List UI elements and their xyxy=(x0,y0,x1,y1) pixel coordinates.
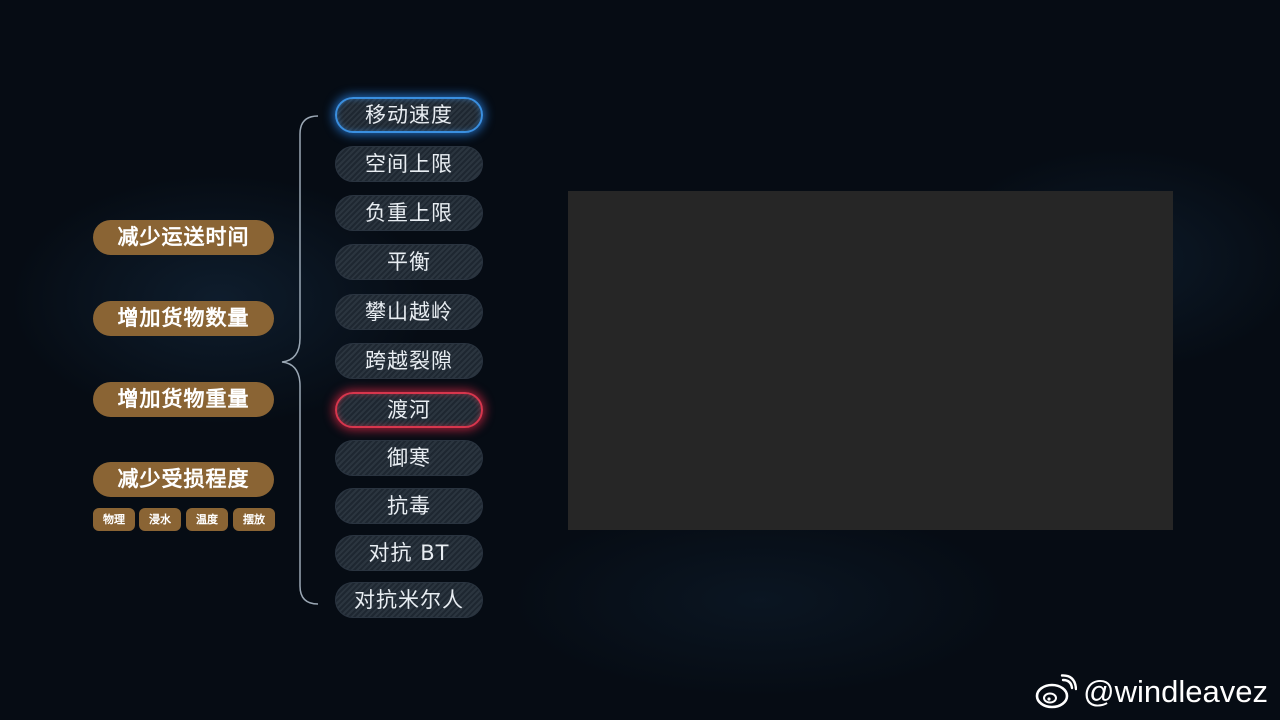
feature-crevasse-crossing: 跨越裂隙 xyxy=(335,343,483,379)
feature-fight-mules: 对抗米尔人 xyxy=(335,582,483,618)
feature-poison-resistance: 抗毒 xyxy=(335,488,483,524)
bracket-connector xyxy=(281,115,318,605)
damage-type-tags: 物理 浸水 温度 摆放 xyxy=(93,508,275,531)
feature-mountain-climbing: 攀山越岭 xyxy=(335,294,483,330)
feature-fight-bt: 对抗 BT xyxy=(335,535,483,571)
feature-river-crossing: 渡河 xyxy=(335,392,483,428)
goal-increase-cargo-weight: 增加货物重量 xyxy=(93,382,274,417)
feature-move-speed: 移动速度 xyxy=(335,97,483,133)
damage-tag-physical: 物理 xyxy=(93,508,135,531)
media-placeholder xyxy=(568,191,1173,530)
goal-reduce-damage: 减少受损程度 xyxy=(93,462,274,497)
watermark-handle: @windleavez xyxy=(1083,674,1268,709)
feature-balance: 平衡 xyxy=(335,244,483,280)
feature-cold-resistance: 御寒 xyxy=(335,440,483,476)
damage-tag-water: 浸水 xyxy=(139,508,181,531)
watermark: @windleavez xyxy=(1035,672,1268,712)
weibo-icon xyxy=(1035,674,1078,709)
damage-tag-placement: 摆放 xyxy=(233,508,275,531)
goal-reduce-delivery-time: 减少运送时间 xyxy=(93,220,274,255)
feature-load-limit: 负重上限 xyxy=(335,195,483,231)
feature-space-limit: 空间上限 xyxy=(335,146,483,182)
goal-increase-cargo-amount: 增加货物数量 xyxy=(93,301,274,336)
damage-tag-temperature: 温度 xyxy=(186,508,228,531)
